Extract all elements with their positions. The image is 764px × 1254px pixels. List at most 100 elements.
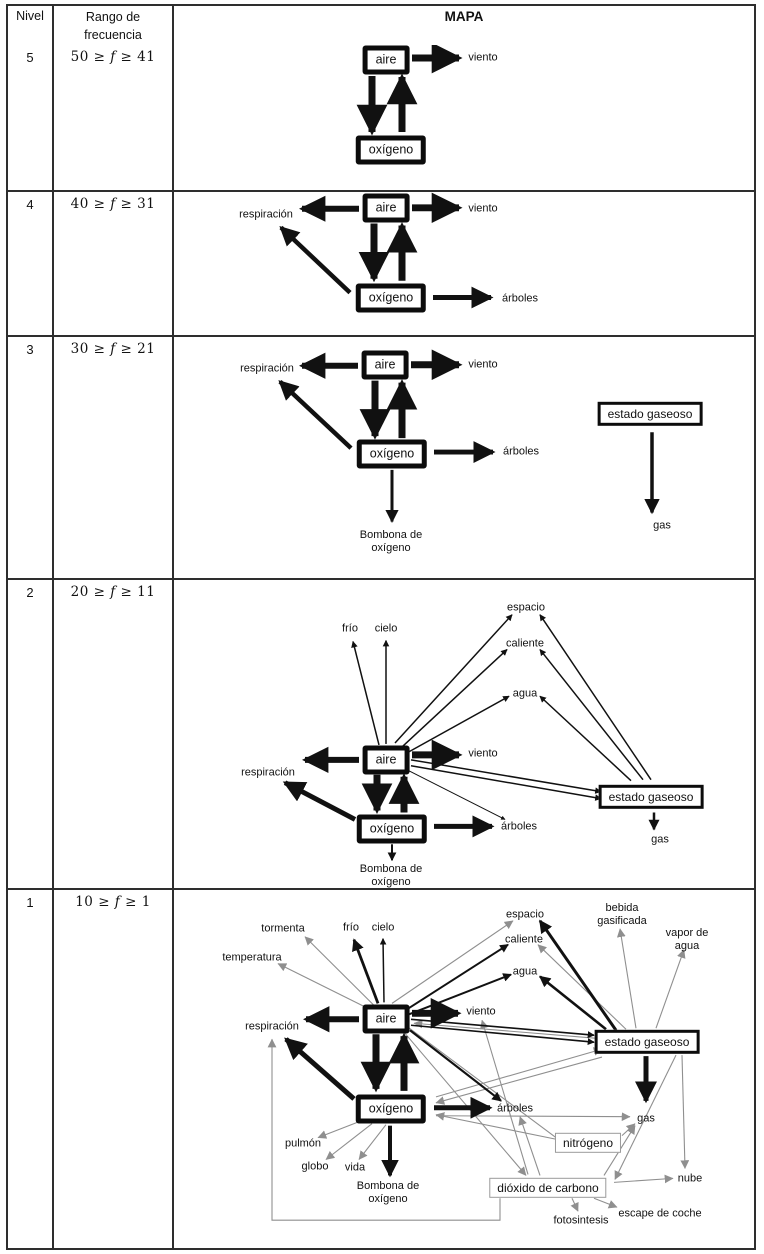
node-frio: frío: [342, 622, 358, 635]
node-aire: aire: [362, 745, 410, 775]
edge: [408, 973, 512, 1016]
edge: [480, 1019, 529, 1175]
edge: [539, 614, 652, 781]
node-globo: globo: [301, 1160, 329, 1173]
nivel-value: 5: [8, 45, 54, 190]
map-edges: [356, 45, 463, 136]
node-dioxido-de-carbono: dióxido de carbono: [489, 1177, 607, 1199]
nivel-value: 2: [8, 580, 54, 888]
rango-value: 40 ≥ f ≥ 31: [54, 192, 174, 335]
edge: [614, 1054, 677, 1180]
node-viento: viento: [468, 358, 498, 371]
node-vida: vida: [344, 1161, 366, 1174]
edge: [613, 1174, 674, 1184]
node-viento: viento: [468, 747, 498, 760]
edge: [593, 1197, 618, 1209]
frequency-symbol: f: [110, 584, 116, 600]
map-edges: [278, 349, 660, 523]
edge: [680, 1055, 690, 1169]
edge: [394, 614, 513, 744]
node-respiracion: respiración: [241, 766, 295, 779]
node-oxigeno: oxígeno: [356, 814, 428, 844]
node-estado-gaseoso: estado gaseoso: [597, 401, 703, 427]
node-bombona: Bombona de oxígeno: [359, 528, 423, 554]
edge: [403, 1031, 527, 1176]
node-fotosintesis: fotosintesis: [553, 1214, 609, 1227]
map-edges: [282, 614, 660, 862]
edge: [358, 1124, 387, 1160]
node-cielo: cielo: [371, 921, 395, 934]
node-respiracion: respiración: [245, 1020, 299, 1033]
header-mapa: MAPA: [444, 9, 484, 24]
node-aire: aire: [361, 350, 409, 380]
node-respiracion: respiración: [240, 362, 294, 375]
node-oxigeno: oxígeno: [355, 283, 427, 313]
rango-value: 10 ≥ f ≥ 1: [54, 890, 174, 1248]
table-header-row: Nivel Rango de frecuencia MAPA: [8, 6, 754, 45]
node-cielo: cielo: [374, 622, 398, 635]
edge: [435, 1112, 631, 1122]
node-estado-gaseoso: estado gaseoso: [594, 1029, 700, 1055]
edge: [352, 938, 380, 1004]
edge: [570, 1198, 579, 1212]
edge: [410, 759, 602, 794]
node-nube: nube: [677, 1172, 703, 1185]
node-oxigeno: oxígeno: [356, 439, 428, 469]
node-agua: agua: [512, 965, 538, 978]
node-escape-de-coche: escape de coche: [618, 1207, 702, 1220]
node-viento: viento: [466, 1005, 496, 1018]
node-bombona: Bombona de oxígeno: [356, 1179, 420, 1205]
edge: [616, 928, 637, 1029]
edge: [284, 1037, 356, 1101]
edge: [538, 975, 607, 1031]
edge: [267, 1038, 501, 1221]
node-arboles: árboles: [502, 445, 540, 458]
edge: [435, 1047, 603, 1098]
header-nivel: Nivel: [8, 6, 54, 45]
edge: [279, 225, 352, 295]
node-temperatura: temperatura: [222, 951, 282, 964]
frequency-symbol: f: [110, 196, 116, 212]
rango-value: 50 ≥ f ≥ 41: [54, 45, 174, 190]
rango-value: 20 ≥ f ≥ 11: [54, 580, 174, 888]
edge: [406, 769, 506, 820]
node-espacio: espacio: [507, 601, 545, 614]
edge: [351, 640, 380, 746]
frequency-symbol: f: [110, 341, 116, 357]
node-estado-gaseoso: estado gaseoso: [598, 784, 704, 810]
node-viento: viento: [468, 202, 498, 215]
edge: [518, 1116, 541, 1176]
node-oxigeno: oxígeno: [355, 1094, 427, 1124]
edge: [304, 936, 375, 1006]
edge: [409, 1029, 502, 1102]
edge: [391, 920, 514, 1004]
map-edges: [267, 919, 690, 1221]
edge: [537, 944, 627, 1030]
edge: [435, 1112, 559, 1141]
node-aire: aire: [362, 193, 410, 223]
edge: [379, 937, 387, 1003]
node-frio: frío: [343, 921, 359, 934]
node-aire: aire: [362, 45, 410, 75]
node-gas: gas: [651, 833, 669, 846]
node-bebida-gasificada: bebida gasificada: [597, 901, 647, 927]
edge: [325, 1123, 373, 1160]
node-arboles: árboles: [500, 820, 538, 833]
node-oxigeno: oxígeno: [355, 135, 427, 165]
edge: [655, 949, 686, 1029]
node-bombona: Bombona de oxígeno: [359, 862, 423, 888]
header-rango: Rango de frecuencia: [54, 6, 174, 45]
edge: [413, 1019, 596, 1039]
edge: [401, 649, 508, 748]
edge: [277, 963, 371, 1010]
node-espacio: espacio: [506, 908, 544, 921]
